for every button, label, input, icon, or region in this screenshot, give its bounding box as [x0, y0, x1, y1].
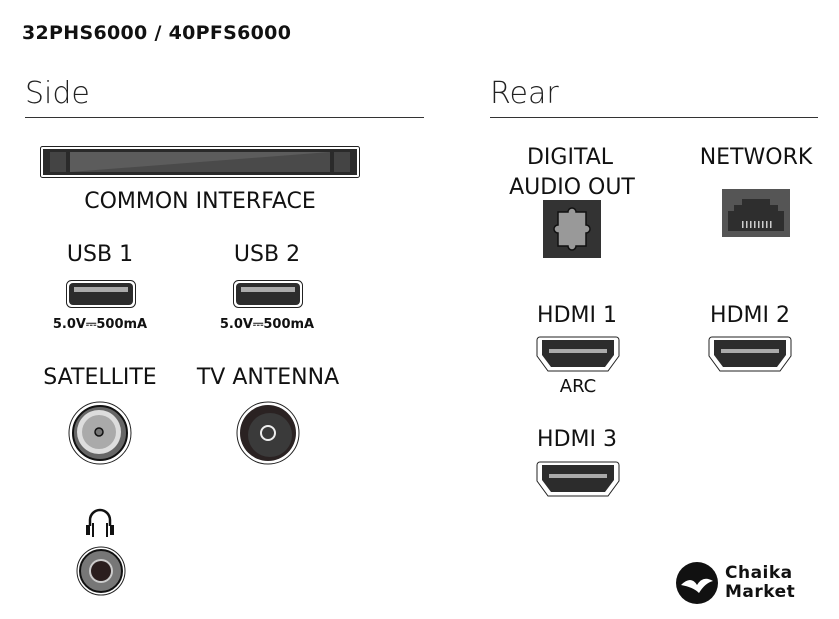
digital-audio-label-line2: AUDIO OUT — [509, 175, 635, 200]
common-interface-label: COMMON INTERFACE — [84, 189, 316, 214]
hdmi-port-icon — [536, 336, 620, 372]
chaika-market-logo-icon — [676, 562, 718, 604]
ethernet-port-icon — [722, 189, 790, 237]
hdmi3-label: HDMI 3 — [537, 427, 617, 452]
headphones-icon — [86, 508, 114, 537]
watermark-line2: Market — [725, 582, 796, 602]
satellite-label: SATELLITE — [43, 365, 157, 390]
hdmi-port-icon — [708, 336, 792, 372]
rear-heading: Rear — [490, 76, 559, 111]
rear-divider — [490, 117, 818, 118]
optical-audio-port-icon — [543, 200, 601, 258]
side-divider — [25, 117, 424, 118]
common-interface-slot-icon — [40, 146, 360, 178]
watermark-text: Chaika Market — [725, 564, 795, 602]
arc-label: ARC — [559, 376, 597, 397]
hdmi2-label: HDMI 2 — [710, 303, 790, 328]
hdmi1-label: HDMI 1 — [537, 303, 617, 328]
hdmi-port-icon — [536, 461, 620, 497]
usb-port-icon — [233, 280, 303, 308]
usb1-label: USB 1 — [66, 242, 134, 267]
usb1-rating: 5.0V⎓500mA — [52, 317, 148, 332]
tv-antenna-connector-icon — [236, 401, 300, 465]
headphone-jack-icon — [76, 546, 126, 596]
digital-audio-label-line1: DIGITAL — [526, 145, 614, 170]
side-heading: Side — [25, 76, 90, 111]
satellite-connector-icon — [68, 401, 132, 465]
usb-port-icon — [66, 280, 136, 308]
model-title: 32PHS6000 / 40PFS6000 — [22, 22, 292, 44]
watermark-line1: Chaika — [725, 563, 793, 583]
tv-antenna-label: TV ANTENNA — [196, 365, 340, 390]
usb2-label: USB 2 — [233, 242, 301, 267]
network-label: NETWORK — [699, 145, 813, 170]
usb2-rating: 5.0V⎓500mA — [219, 317, 315, 332]
